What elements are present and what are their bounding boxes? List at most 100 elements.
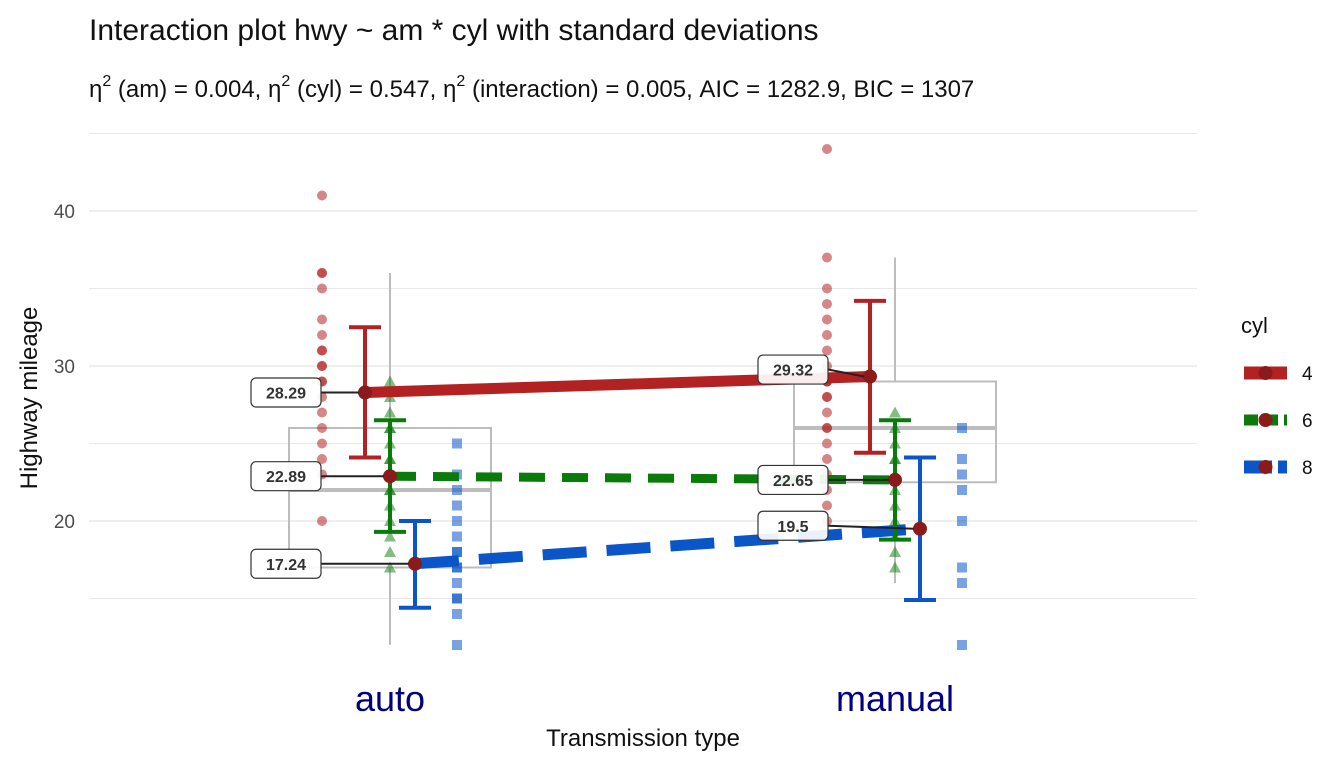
raw-point-cyl-4 (822, 299, 832, 309)
raw-point-cyl-4 (822, 252, 832, 263)
raw-point-cyl-8 (452, 516, 462, 526)
superscript: 2 (102, 73, 111, 90)
raw-point-cyl-6 (384, 546, 396, 557)
superscript: 2 (456, 73, 465, 90)
raw-point-cyl-8 (452, 640, 462, 650)
mean-point-cyl-4 (863, 369, 877, 384)
raw-point-cyl-8 (452, 562, 462, 573)
raw-point-cyl-6 (889, 546, 901, 557)
mean-label-text: 19.5 (777, 519, 808, 536)
mean-point-cyl-8 (913, 521, 927, 536)
mean-label-text: 22.89 (266, 469, 306, 486)
eta-symbol: η (443, 76, 456, 103)
raw-point-cyl-8 (957, 516, 967, 526)
label-leader-line (827, 524, 915, 530)
mean-point-cyl-6 (888, 472, 902, 487)
x-tick-label-manual: manual (836, 678, 954, 719)
raw-point-cyl-4 (317, 330, 327, 340)
legend-label-cyl-6: 6 (1302, 411, 1313, 432)
subtitle-part: (cyl) = 0.547, (290, 76, 443, 103)
raw-point-cyl-4 (317, 423, 327, 433)
mean-points (358, 369, 927, 571)
label-leader-line (827, 368, 865, 378)
mean-label-box (250, 548, 322, 579)
legend: cyl 4 6 8 (1241, 313, 1313, 479)
mean-lines (364, 371, 921, 570)
raw-point-cyl-4 (822, 423, 832, 433)
mean-label-box (757, 510, 829, 541)
legend-title: cyl (1241, 313, 1268, 338)
raw-point-cyl-4 (317, 283, 327, 294)
raw-point-cyl-4 (822, 392, 832, 402)
mean-label-box (757, 464, 829, 496)
raw-point-cyl-8 (957, 423, 967, 433)
raw-point-cyl-4 (822, 407, 832, 418)
mean-label-text: 29.32 (773, 363, 813, 380)
raw-point-cyl-6 (889, 406, 901, 418)
raw-point-cyl-4 (822, 345, 832, 356)
y-tick-label: 40 (54, 202, 75, 223)
mean-label-box (757, 354, 829, 385)
mean-label-text: 28.29 (266, 386, 306, 403)
raw-point-cyl-8 (452, 485, 462, 495)
raw-point-cyl-4 (822, 454, 832, 464)
raw-point-cyl-6 (384, 561, 396, 573)
raw-point-cyl-6 (384, 375, 396, 387)
y-tick-labels: 20 30 40 (54, 202, 75, 533)
raw-point-cyl-8 (957, 454, 967, 464)
raw-point-cyl-6 (384, 530, 396, 542)
raw-point-cyl-4 (317, 268, 327, 278)
x-axis-label: Transmission type (546, 725, 740, 752)
eta-symbol: η (268, 76, 281, 103)
raw-point-cyl-8 (957, 562, 967, 573)
mean-labels: 28.29 29.32 22.89 22.65 17.24 19.5 (250, 354, 915, 579)
gridlines (89, 132, 1197, 600)
raw-point-cyl-4 (822, 144, 832, 154)
superscript: 2 (281, 73, 290, 90)
chart-title: Interaction plot hwy ~ am * cyl with sta… (89, 14, 819, 47)
raw-point-cyl-4 (822, 500, 832, 511)
mean-label-text: 17.24 (266, 557, 306, 574)
mean-point-cyl-6 (383, 469, 397, 484)
subtitle-part: (am) = 0.004, (111, 76, 268, 103)
raw-point-cyl-4 (317, 345, 327, 356)
mean-line-cyl-8 (414, 523, 921, 570)
raw-point-cyl-8 (957, 469, 967, 480)
raw-point-cyl-4 (317, 516, 327, 526)
raw-point-cyl-8 (957, 640, 967, 650)
legend-label-cyl-8: 8 (1302, 458, 1313, 479)
raw-point-cyl-8 (957, 485, 967, 495)
mean-label-box (250, 377, 322, 408)
raw-point-cyl-6 (889, 561, 901, 573)
raw-point-cyl-6 (384, 406, 396, 418)
raw-point-cyl-4 (822, 330, 832, 340)
x-tick-label-auto: auto (355, 678, 425, 719)
boxplots (288, 257, 997, 645)
y-tick-label: 20 (54, 512, 75, 533)
mean-point-cyl-4 (358, 385, 372, 400)
raw-point-cyl-4 (317, 438, 327, 449)
legend-key-point-cyl-8 (1258, 460, 1273, 474)
raw-point-cyl-4 (317, 361, 327, 371)
raw-point-cyl-4 (317, 454, 327, 464)
legend-label-cyl-4: 4 (1302, 364, 1313, 385)
y-tick-label: 30 (54, 357, 75, 378)
raw-point-cyl-4 (822, 283, 832, 294)
raw-point-cyl-8 (452, 609, 462, 619)
legend-key-point-cyl-4 (1258, 366, 1273, 380)
mean-point-cyl-8 (408, 556, 422, 571)
raw-point-cyl-8 (957, 578, 967, 588)
raw-point-cyl-8 (452, 531, 462, 542)
raw-point-cyl-8 (452, 547, 462, 557)
raw-point-cyl-8 (452, 578, 462, 588)
subtitle-part: (interaction) = 0.005, AIC = 1282.9, BIC… (465, 76, 974, 103)
eta-symbol: η (89, 76, 102, 103)
mean-label-text: 22.65 (773, 473, 813, 490)
raw-point-cyl-4 (822, 438, 832, 449)
raw-point-cyl-4 (822, 314, 832, 325)
raw-point-cyl-4 (317, 407, 327, 418)
legend-key-point-cyl-6 (1258, 413, 1273, 427)
mean-label-box (250, 461, 322, 492)
raw-point-cyl-8 (452, 593, 462, 604)
